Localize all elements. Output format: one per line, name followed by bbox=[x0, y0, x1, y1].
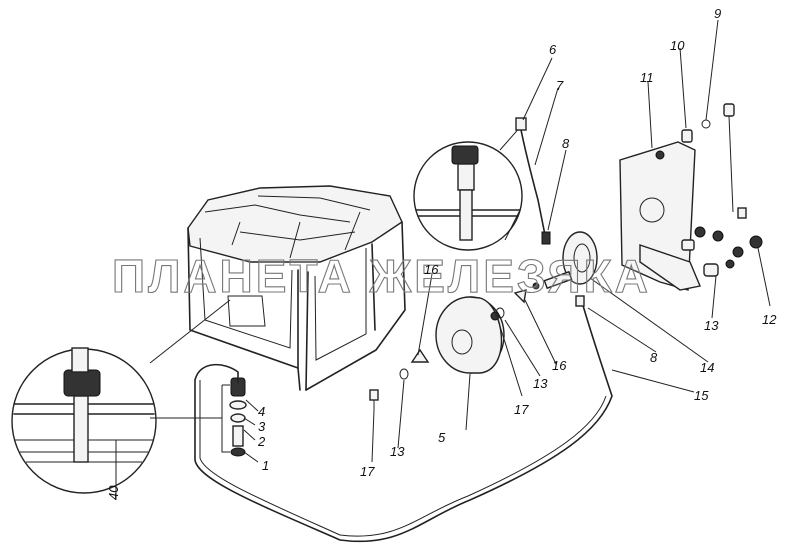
callout-5: 5 bbox=[438, 430, 446, 445]
leader-lines bbox=[243, 19, 771, 463]
callout-6: 6 bbox=[549, 42, 557, 57]
callout-9: 9 bbox=[714, 6, 721, 21]
callout-10: 10 bbox=[670, 38, 685, 53]
fitting-stack bbox=[229, 377, 247, 457]
callout-1: 1 bbox=[262, 458, 269, 473]
callout-4: 4 bbox=[258, 404, 265, 419]
watermark: ПЛАНЕТА ЖЕЛЕЗЯКА bbox=[112, 250, 651, 302]
callout-7: 7 bbox=[556, 78, 564, 93]
callout-13-right: 13 bbox=[704, 318, 719, 333]
callout-15: 15 bbox=[694, 388, 709, 403]
callout-13-left: 13 bbox=[390, 444, 405, 459]
callout-2: 2 bbox=[257, 434, 266, 449]
callout-8-top: 8 bbox=[562, 136, 570, 151]
callout-3: 3 bbox=[258, 419, 266, 434]
washer-nozzle bbox=[543, 231, 598, 290]
detail-view-top bbox=[413, 141, 523, 251]
leader-detail-left bbox=[149, 299, 231, 364]
mounting-bracket bbox=[619, 141, 701, 291]
detail-view-left bbox=[11, 347, 157, 500]
bracket-parts-1-4 bbox=[150, 384, 230, 453]
bolts-and-nuts bbox=[681, 103, 763, 277]
callout-14: 14 bbox=[700, 360, 714, 375]
callout-13-center: 13 bbox=[533, 376, 548, 391]
callout-12: 12 bbox=[762, 312, 777, 327]
pipe bbox=[519, 124, 546, 236]
pipe-nut bbox=[541, 231, 551, 245]
hose-inner bbox=[199, 380, 607, 537]
callout-11: 11 bbox=[640, 70, 654, 85]
callout-17-center: 17 bbox=[514, 402, 529, 417]
pipe-fitting bbox=[515, 117, 527, 131]
callout-16-right: 16 bbox=[552, 358, 567, 373]
callout-8-bottom: 8 bbox=[650, 350, 658, 365]
cab-roof-tank bbox=[187, 185, 406, 391]
callout-17-left: 17 bbox=[360, 464, 375, 479]
clips-and-screws bbox=[369, 282, 585, 410]
callout-16-left: 16 bbox=[424, 262, 439, 277]
hose bbox=[194, 301, 613, 543]
callout-40-dimension: 40 bbox=[106, 485, 121, 500]
washer-pump bbox=[435, 296, 505, 374]
